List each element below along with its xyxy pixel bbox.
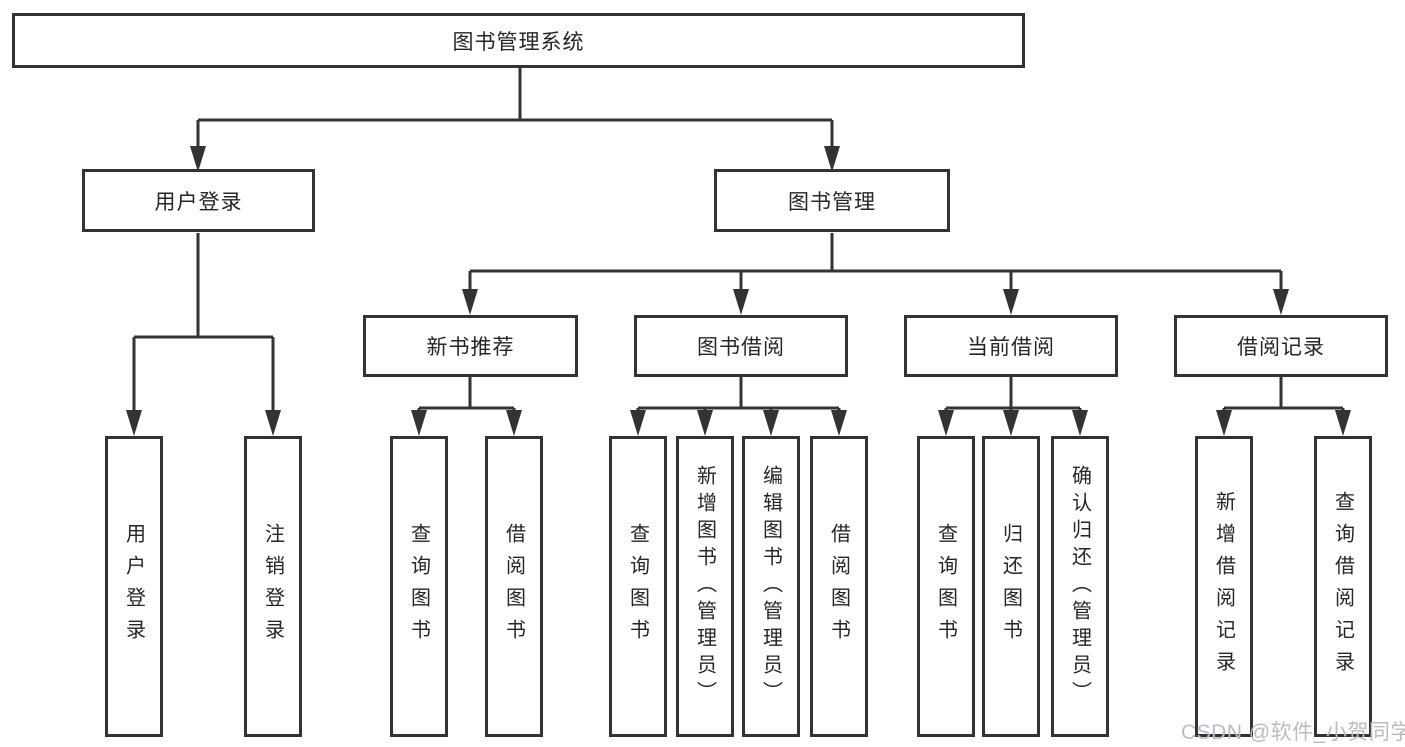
arrowhead-icon — [462, 289, 478, 315]
leaf-label: 确认归还（管理员） — [1068, 465, 1091, 708]
leaf-label: 借阅图书 — [502, 522, 525, 651]
arrowhead-icon — [1335, 410, 1351, 436]
leaf-query-borrow-record: 查询借阅记录 — [1314, 436, 1372, 737]
leaf-confirm-return-admin: 确认归还（管理员） — [1051, 436, 1109, 737]
arrowhead-icon — [411, 410, 427, 436]
arrowhead-icon — [1216, 410, 1232, 436]
arrowhead-icon — [831, 410, 847, 436]
node-current-borrowing: 当前借阅 — [904, 315, 1118, 377]
node-user-login: 用户登录 — [82, 169, 315, 232]
leaf-query-books-recommend: 查询图书 — [390, 436, 448, 737]
leaf-label: 新增图书（管理员） — [693, 465, 716, 708]
node-label: 当前借阅 — [967, 336, 1055, 359]
arrowhead-icon — [1273, 289, 1289, 315]
csdn-watermark: CSDN @软件_小贺同学 — [1181, 721, 1405, 744]
leaf-label: 查询借阅记录 — [1331, 490, 1354, 683]
leaf-user-login: 用户登录 — [105, 436, 163, 737]
leaf-borrow-books-borrowing: 借阅图书 — [810, 436, 868, 737]
node-label: 图书管理 — [788, 190, 876, 214]
arrowhead-icon — [265, 410, 281, 436]
leaf-label: 用户登录 — [122, 522, 145, 651]
leaf-label: 查询图书 — [407, 522, 430, 651]
arrowhead-icon — [506, 410, 522, 436]
leaf-label: 注销登录 — [261, 522, 284, 651]
leaf-label: 查询图书 — [934, 522, 957, 651]
leaf-add-book-admin: 新增图书（管理员） — [676, 436, 734, 737]
leaf-label: 借阅图书 — [827, 522, 850, 651]
node-book-management: 图书管理 — [714, 169, 950, 232]
arrowhead-icon — [938, 410, 954, 436]
leaf-borrow-books-recommend: 借阅图书 — [485, 436, 543, 737]
arrowhead-icon — [1072, 410, 1088, 436]
leaf-label: 查询图书 — [626, 522, 649, 651]
arrowhead-icon — [697, 410, 713, 436]
leaf-logout: 注销登录 — [244, 436, 302, 737]
node-label: 用户登录 — [154, 190, 243, 214]
leaf-label: 编辑图书（管理员） — [759, 465, 782, 708]
node-label: 借阅记录 — [1237, 336, 1325, 359]
node-label: 图书管理系统 — [452, 30, 585, 54]
node-label: 图书借阅 — [697, 336, 785, 359]
leaf-add-borrow-record: 新增借阅记录 — [1195, 436, 1253, 737]
leaf-label: 归还图书 — [999, 522, 1022, 651]
arrowhead-icon — [763, 410, 779, 436]
leaf-return-books: 归还图书 — [982, 436, 1040, 737]
arrowhead-icon — [824, 146, 840, 172]
leaf-edit-book-admin: 编辑图书（管理员） — [742, 436, 800, 737]
leaf-label: 新增借阅记录 — [1212, 490, 1235, 683]
arrowhead-icon — [126, 410, 142, 436]
arrowhead-icon — [1003, 289, 1019, 315]
leaf-query-books-borrowing: 查询图书 — [609, 436, 667, 737]
arrowhead-icon — [630, 410, 646, 436]
node-book-borrowing: 图书借阅 — [634, 315, 848, 377]
leaf-query-books-current: 查询图书 — [917, 436, 975, 737]
node-library-management-system: 图书管理系统 — [12, 13, 1025, 68]
node-new-book-recommendation: 新书推荐 — [363, 315, 578, 377]
node-label: 新书推荐 — [426, 336, 515, 359]
node-borrowing-records: 借阅记录 — [1174, 315, 1388, 377]
arrowhead-icon — [1003, 410, 1019, 436]
arrowhead-icon — [733, 289, 749, 315]
arrowhead-icon — [190, 146, 206, 172]
